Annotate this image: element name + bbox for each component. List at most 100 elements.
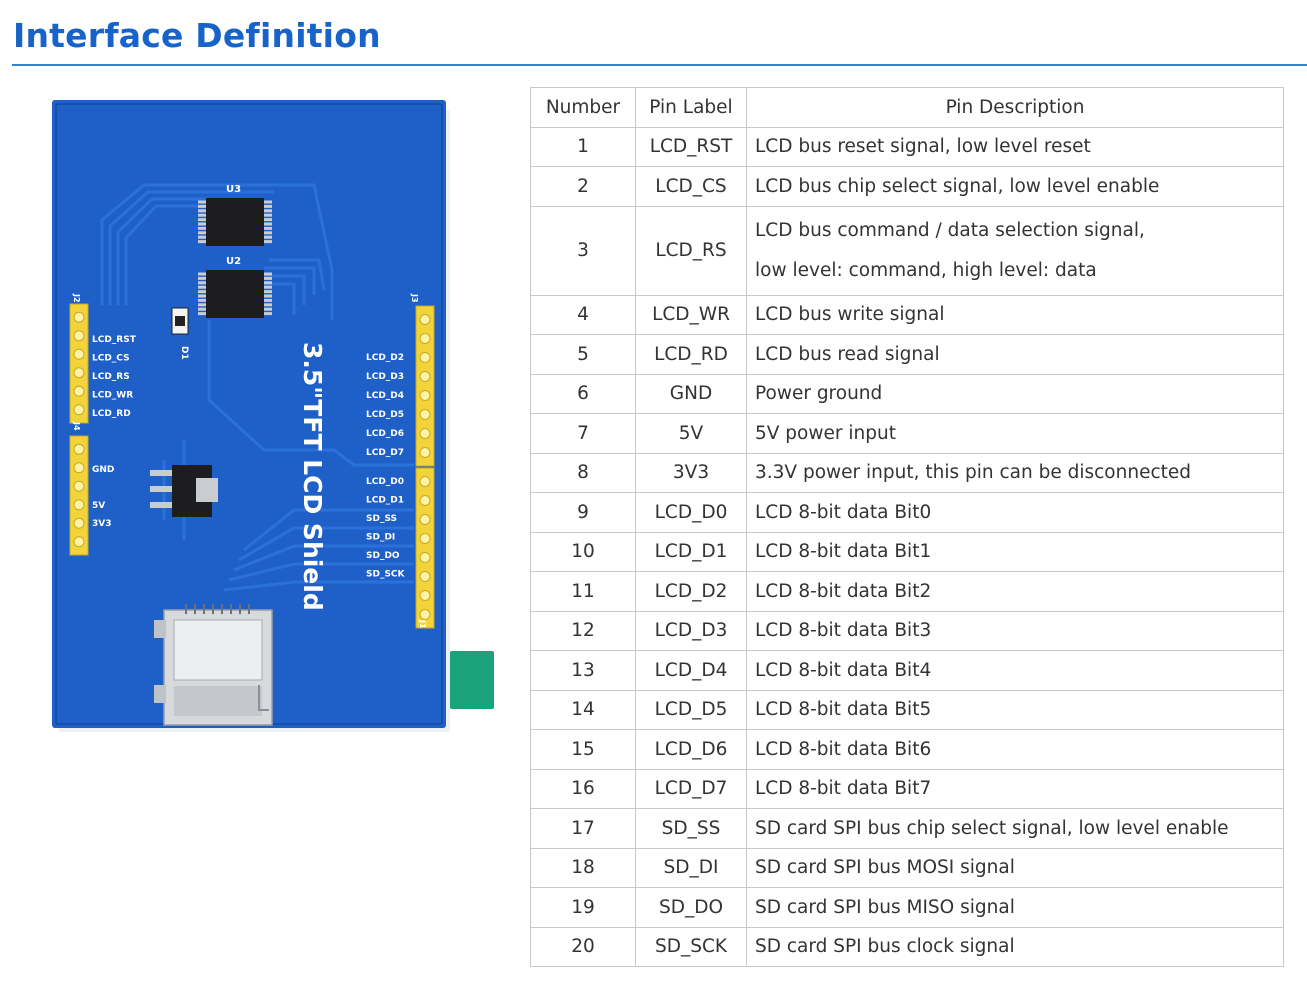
diode-d1 — [171, 307, 189, 335]
pin-label-cell: LCD_D4 — [635, 650, 747, 691]
right-pin-silk-labels: J3J1LCD_D2LCD_D3LCD_D4LCD_D5LCD_D6LCD_D7… — [366, 293, 427, 629]
header-pin — [73, 462, 85, 474]
pin-number-cell: 8 — [530, 452, 636, 493]
column-header-number: Number — [530, 87, 636, 128]
silk-label: 5V — [92, 501, 105, 511]
silk-label: SD_SS — [366, 514, 397, 524]
chip-u2 — [198, 270, 272, 318]
pin-description-cell: LCD bus reset signal, low level reset — [746, 126, 1284, 167]
pin-number-cell: 1 — [530, 126, 636, 167]
pin-label-cell: LCD_CS — [635, 166, 747, 207]
product-silk-label: 3.5"TFT LCD Shield — [298, 342, 327, 611]
pin-label-cell: SD_SCK — [635, 926, 747, 967]
pin-label-cell: LCD_D6 — [635, 729, 747, 770]
pin-description-cell: LCD 8-bit data Bit0 — [746, 492, 1284, 533]
pin-label-cell: GND — [635, 373, 747, 414]
header-pin — [73, 311, 85, 323]
pin-description-cell: LCD bus chip select signal, low level en… — [746, 166, 1284, 207]
header-strip — [415, 305, 435, 467]
silk-label: LCD_D3 — [366, 372, 404, 382]
pin-description-line: SD card SPI bus MISO signal — [755, 896, 1015, 918]
pin-label-cell: SD_DI — [635, 847, 747, 888]
pin-label-cell: SD_SS — [635, 808, 747, 849]
chip-u3-label: U3 — [226, 184, 241, 195]
header-j4-left — [69, 435, 89, 556]
pin-number-cell: 16 — [530, 768, 636, 809]
pin-number-cell: 3 — [530, 205, 636, 296]
silk-label: LCD_RST — [92, 335, 137, 345]
pin-label-cell: LCD_D0 — [635, 492, 747, 533]
pcb-body — [52, 100, 446, 728]
page-title: Interface Definition — [13, 16, 381, 55]
pin-description-line: LCD 8-bit data Bit1 — [755, 541, 932, 563]
pin-number-cell: 19 — [530, 887, 636, 928]
pin-description-cell: SD card SPI bus MOSI signal — [746, 847, 1284, 888]
silk-label: LCD_D4 — [366, 391, 404, 401]
silk-label: J4 — [72, 421, 81, 431]
pin-label-cell: LCD_RST — [635, 126, 747, 167]
pin-description-line: LCD bus command / data selection signal, — [755, 219, 1145, 241]
silk-label: SD_SCK — [366, 570, 406, 580]
pin-description-cell: LCD 8-bit data Bit4 — [746, 650, 1284, 691]
pin-description-cell: LCD bus write signal — [746, 294, 1284, 335]
header-pin — [419, 352, 431, 363]
header-pin — [419, 495, 431, 506]
header-pin — [419, 476, 431, 487]
silk-label: GND — [92, 465, 114, 475]
voltage-regulator — [150, 465, 218, 517]
pin-description-cell: LCD bus command / data selection signal,… — [746, 205, 1284, 296]
silk-label: SD_DI — [366, 533, 395, 543]
header-j1-right — [415, 467, 435, 629]
silk-label: LCD_D7 — [366, 448, 404, 458]
header-pin — [419, 514, 431, 525]
pin-label-cell: SD_DO — [635, 887, 747, 928]
pin-label-cell: LCD_D5 — [635, 689, 747, 730]
pin-number-cell: 2 — [530, 166, 636, 207]
pin-description-line: LCD 8-bit data Bit0 — [755, 501, 932, 523]
silk-label: LCD_D0 — [366, 477, 404, 487]
header-pin — [419, 314, 431, 325]
pcb-traces — [100, 183, 414, 592]
pin-description-cell: LCD bus read signal — [746, 334, 1284, 375]
header-pin — [419, 409, 431, 420]
pin-description-line: SD card SPI bus chip select signal, low … — [755, 817, 1229, 839]
pin-number-cell: 14 — [530, 689, 636, 730]
pin-label-cell: 3V3 — [635, 452, 747, 493]
silk-label: J2 — [72, 293, 81, 303]
pin-description-line: LCD 8-bit data Bit5 — [755, 699, 932, 721]
header-pin — [73, 480, 85, 492]
column-header-pin-label: Pin Label — [635, 87, 747, 128]
header-pin — [73, 443, 85, 455]
pin-number-cell: 13 — [530, 650, 636, 691]
pin-label-cell: LCD_D3 — [635, 610, 747, 651]
table-header-row: Number Pin Label Pin Description — [530, 87, 1284, 128]
header-pin — [419, 390, 431, 401]
lcd-flex-cable — [450, 651, 494, 709]
header-pin — [73, 499, 85, 511]
diode-d1-label: D1 — [179, 346, 189, 360]
pin-description-cell: LCD 8-bit data Bit1 — [746, 531, 1284, 572]
pin-description-cell: 5V power input — [746, 413, 1284, 454]
silk-label: 3V3 — [92, 519, 112, 529]
silk-label: LCD_D6 — [366, 429, 404, 439]
header-pin — [73, 330, 85, 342]
pin-label-cell: LCD_D1 — [635, 531, 747, 572]
pin-number-cell: 20 — [530, 926, 636, 967]
pin-description-cell: Power ground — [746, 373, 1284, 414]
header-j3-right — [415, 305, 435, 467]
pin-number-cell: 10 — [530, 531, 636, 572]
silk-label: LCD_D5 — [366, 410, 404, 420]
pin-description-cell: SD card SPI bus chip select signal, low … — [746, 808, 1284, 849]
